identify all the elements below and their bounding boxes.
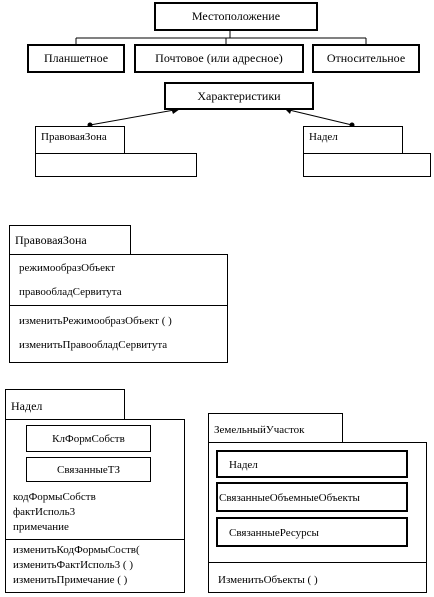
method-izmenit-pravoobl: изменитьПравообладСервитута bbox=[19, 339, 168, 351]
pochtovoe-label: Почтовое (или адресное) bbox=[155, 51, 283, 65]
characteristics-box: Характеристики bbox=[164, 82, 314, 110]
attr-pravoobl: правообладСервитута bbox=[19, 286, 122, 298]
method-izmenit-primechanie: изменитьПримечание ( ) bbox=[13, 574, 128, 586]
zemelny-inner-resursy-label: СвязанныеРесурсы bbox=[229, 527, 319, 539]
nadel-inner-svyaz: СвязанныеТЗ bbox=[26, 457, 151, 482]
nadel-body: КлФормСобств СвязанныеТЗ кодФормыСобств … bbox=[5, 419, 185, 593]
attr-primechanie: примечание bbox=[13, 521, 69, 533]
nadel-inner-klform: КлФормСобств bbox=[26, 425, 151, 452]
planshetnoe-box: Планшетное bbox=[27, 44, 125, 73]
pravovaya-zona-mini-body bbox=[35, 153, 197, 177]
zemelny-inner-obyemnye-label: СвязанныеОбъемныеОбъекты bbox=[219, 492, 360, 504]
location-root-box: Местоположение bbox=[154, 2, 318, 31]
method-izmenit-obyekty: ИзменитьОбъекты ( ) bbox=[218, 574, 318, 586]
attr-kod-formy: кодФормыСобств bbox=[13, 491, 96, 503]
zemelny-body: Надел СвязанныеОбъемныеОбъекты Связанные… bbox=[208, 442, 427, 593]
zemelny-title: ЗемельныйУчасток bbox=[214, 424, 305, 436]
otnositelnoe-label: Относительное bbox=[326, 51, 406, 65]
zemelny-inner-obyemnye: СвязанныеОбъемныеОбъекты bbox=[216, 482, 408, 512]
zemelny-inner-resursy: СвязанныеРесурсы bbox=[216, 517, 408, 547]
nadel-mini-label: Надел bbox=[309, 131, 338, 143]
attr-fakt-ispolz: фактИсполь3 bbox=[13, 506, 76, 518]
zemelny-inner-nadel-label: Надел bbox=[229, 459, 258, 471]
pravovaya-zona-title: ПравоваяЗона bbox=[15, 233, 87, 247]
otnositelnoe-box: Относительное bbox=[312, 44, 420, 73]
nadel-inner-klform-label: КлФормСобств bbox=[52, 432, 125, 445]
nadel-mini-tab: Надел bbox=[303, 126, 403, 154]
characteristics-label: Характеристики bbox=[197, 88, 281, 103]
pochtovoe-box: Почтовое (или адресное) bbox=[134, 44, 304, 73]
nadel-title: Надел bbox=[11, 399, 43, 413]
zemelny-divider bbox=[209, 562, 426, 563]
attr-rezhim: режимообразОбъект bbox=[19, 262, 115, 274]
nadel-mini-body bbox=[303, 153, 431, 177]
pravovaya-zona-mini-tab: ПравоваяЗона bbox=[35, 126, 125, 154]
method-izmenit-rezhim: изменитьРежимообразОбъект ( ) bbox=[19, 315, 172, 327]
method-izmenit-fakt: изменитьФактИсполь3 ( ) bbox=[13, 559, 133, 571]
pravovaya-zona-tab: ПравоваяЗона bbox=[9, 225, 131, 255]
location-root-label: Местоположение bbox=[191, 9, 281, 23]
method-izmenit-kod: изменитьКодФормыСоств( bbox=[13, 544, 140, 556]
planshetnoe-label: Планшетное bbox=[43, 51, 109, 65]
zemelny-inner-nadel: Надел bbox=[216, 450, 408, 478]
nadel-divider bbox=[6, 539, 184, 540]
pravovaya-zona-divider bbox=[10, 305, 227, 306]
pravovaya-zona-mini-label: ПравоваяЗона bbox=[41, 131, 107, 143]
nadel-tab: Надел bbox=[5, 389, 125, 420]
zemelny-tab: ЗемельныйУчасток bbox=[208, 413, 343, 443]
nadel-inner-svyaz-label: СвязанныеТЗ bbox=[57, 463, 120, 476]
pravovaya-zona-body: режимообразОбъект правообладСервитута из… bbox=[9, 254, 228, 363]
